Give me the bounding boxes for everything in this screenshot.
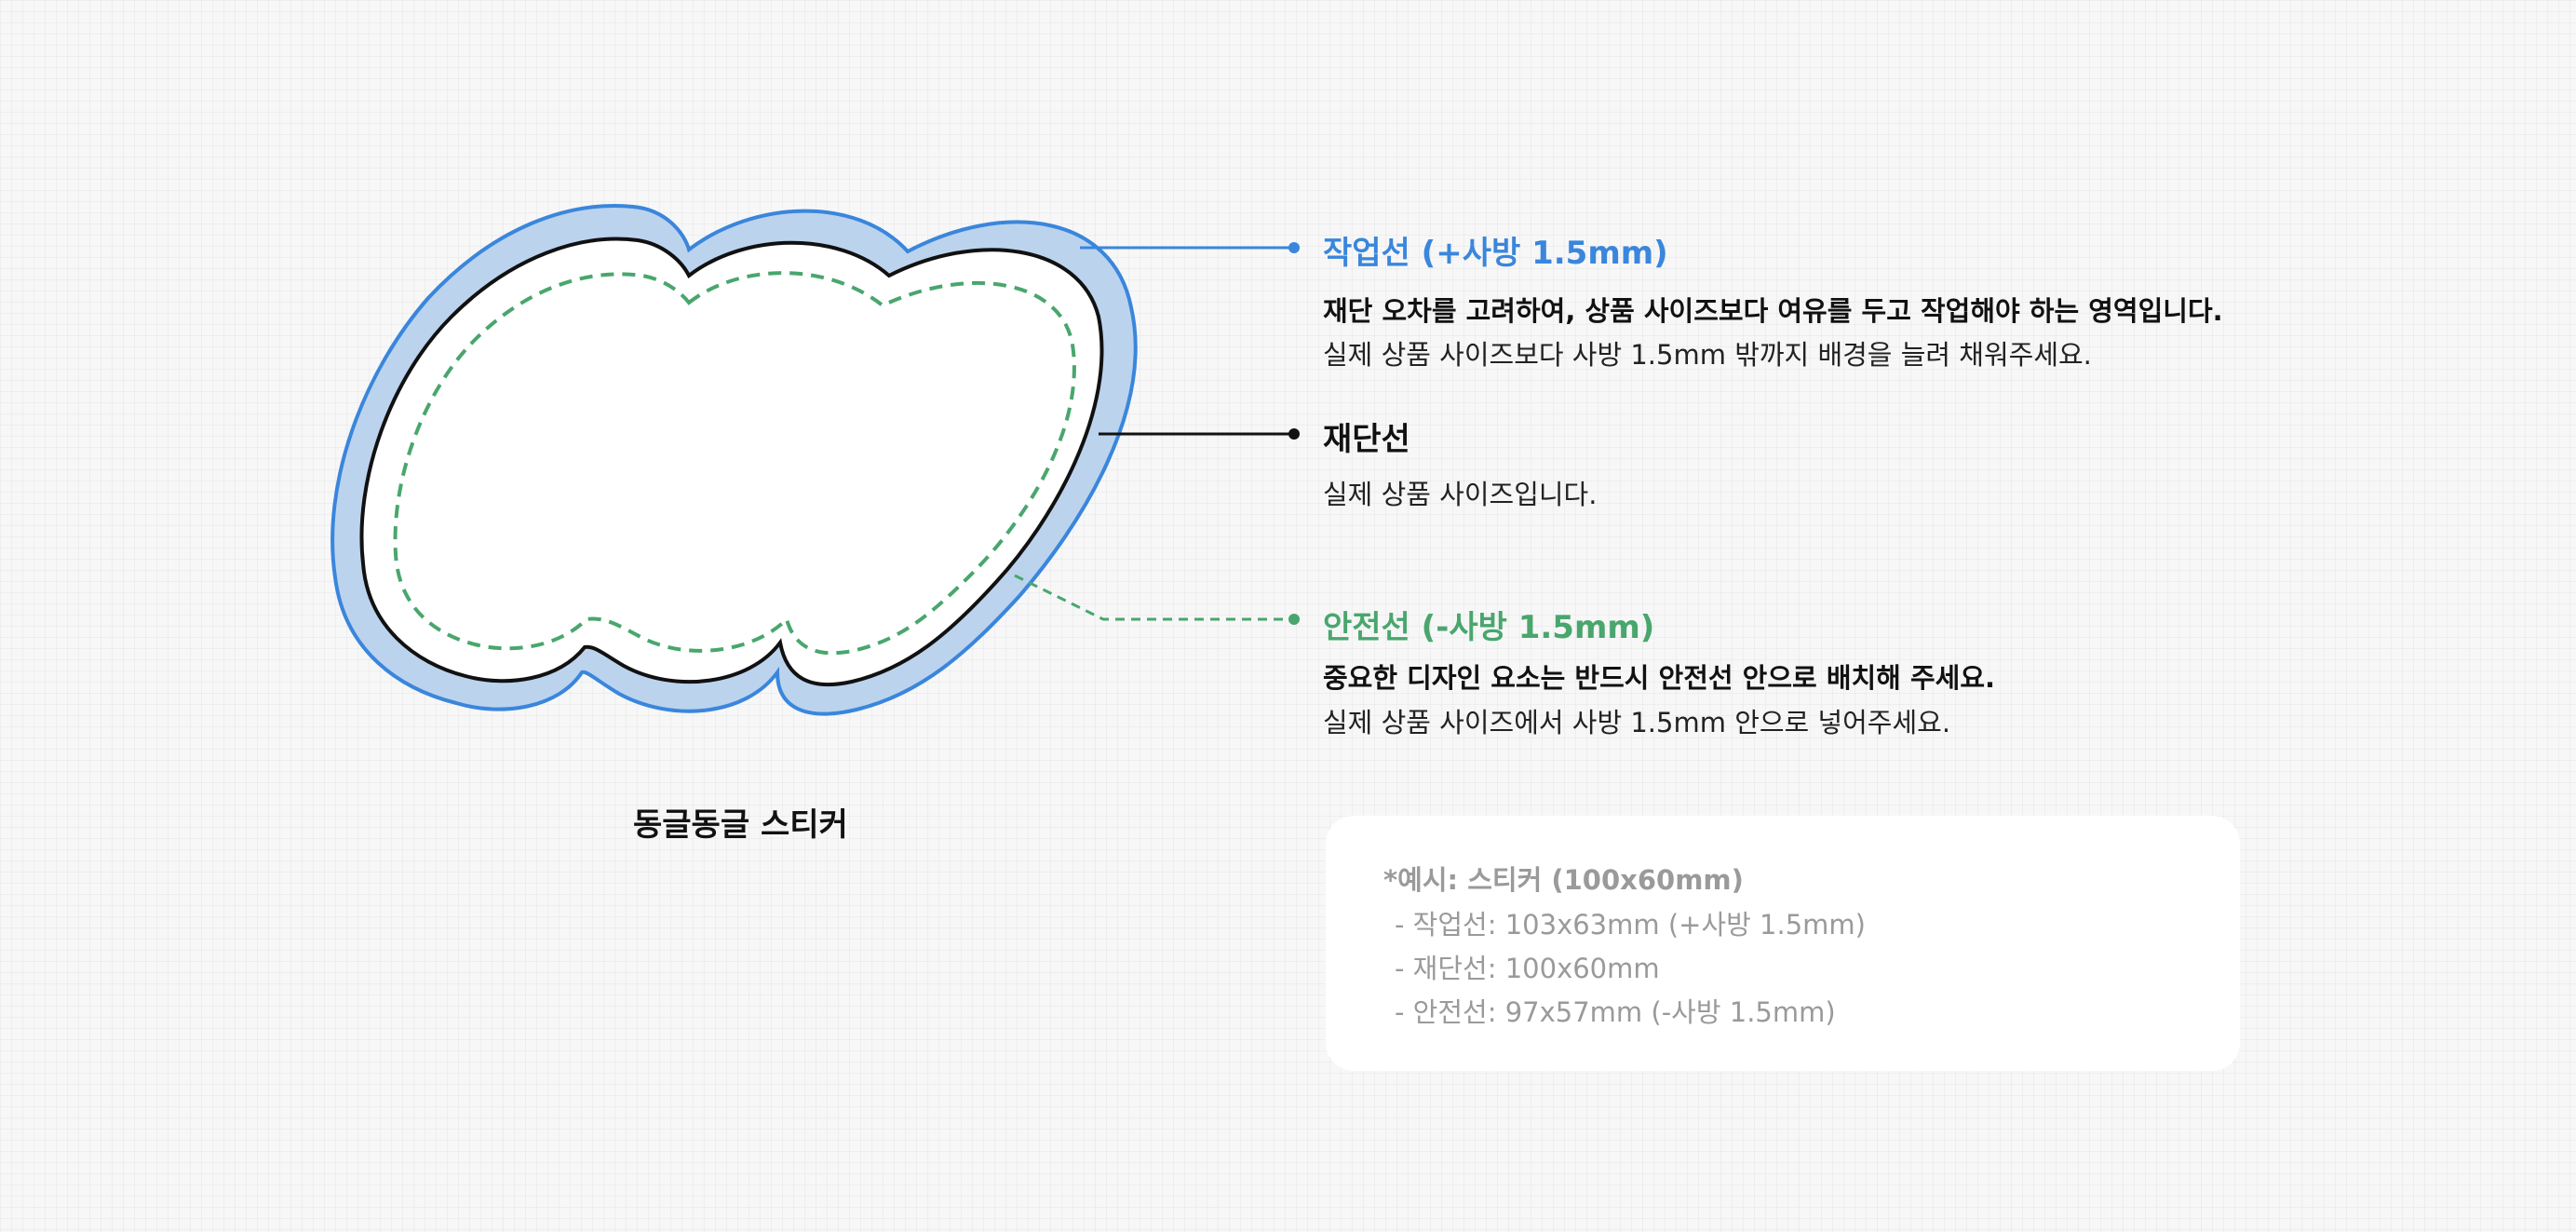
safe-line-desc: 실제 상품 사이즈에서 사방 1.5mm 안으로 넣어주세요. — [1323, 707, 1951, 738]
cut-line-desc: 실제 상품 사이즈입니다. — [1323, 479, 1598, 510]
cut-line-leader-dot — [1288, 428, 1300, 440]
safe-line-leader — [1014, 574, 1294, 621]
example-card: *예시: 스티커 (100x60mm) - 작업선: 103x63mm (+사방… — [1326, 816, 2240, 1071]
safe-line-leader-dot — [1288, 614, 1300, 625]
safe-line-shape — [393, 271, 1076, 656]
work-line-desc: 실제 상품 사이즈보다 사방 1.5mm 밖까지 배경을 늘려 채워주세요. — [1323, 339, 2092, 371]
sticker-caption: 동글동글 스티커 — [633, 806, 848, 844]
example-item-cut-line: - 재단선: 100x60mm — [1395, 953, 1660, 984]
safe-line-title: 안전선 (-사방 1.5mm) — [1323, 609, 1655, 646]
work-line-leader-dot — [1288, 242, 1300, 253]
example-title: *예시: 스티커 (100x60mm) — [1383, 864, 1744, 896]
example-item-safe-line: - 안전선: 97x57mm (-사방 1.5mm) — [1395, 996, 1836, 1028]
safe-line-desc-bold: 중요한 디자인 요소는 반드시 안전선 안으로 배치해 주세요. — [1323, 662, 1996, 694]
work-line-desc-bold: 재단 오차를 고려하여, 상품 사이즈보다 여유를 두고 작업해야 하는 영역입… — [1323, 295, 2223, 327]
example-item-work-line: - 작업선: 103x63mm (+사방 1.5mm) — [1395, 909, 1866, 941]
work-line-title: 작업선 (+사방 1.5mm) — [1323, 235, 1668, 272]
cut-line-title: 재단선 — [1323, 421, 1410, 458]
cut-line-shape — [359, 237, 1104, 687]
